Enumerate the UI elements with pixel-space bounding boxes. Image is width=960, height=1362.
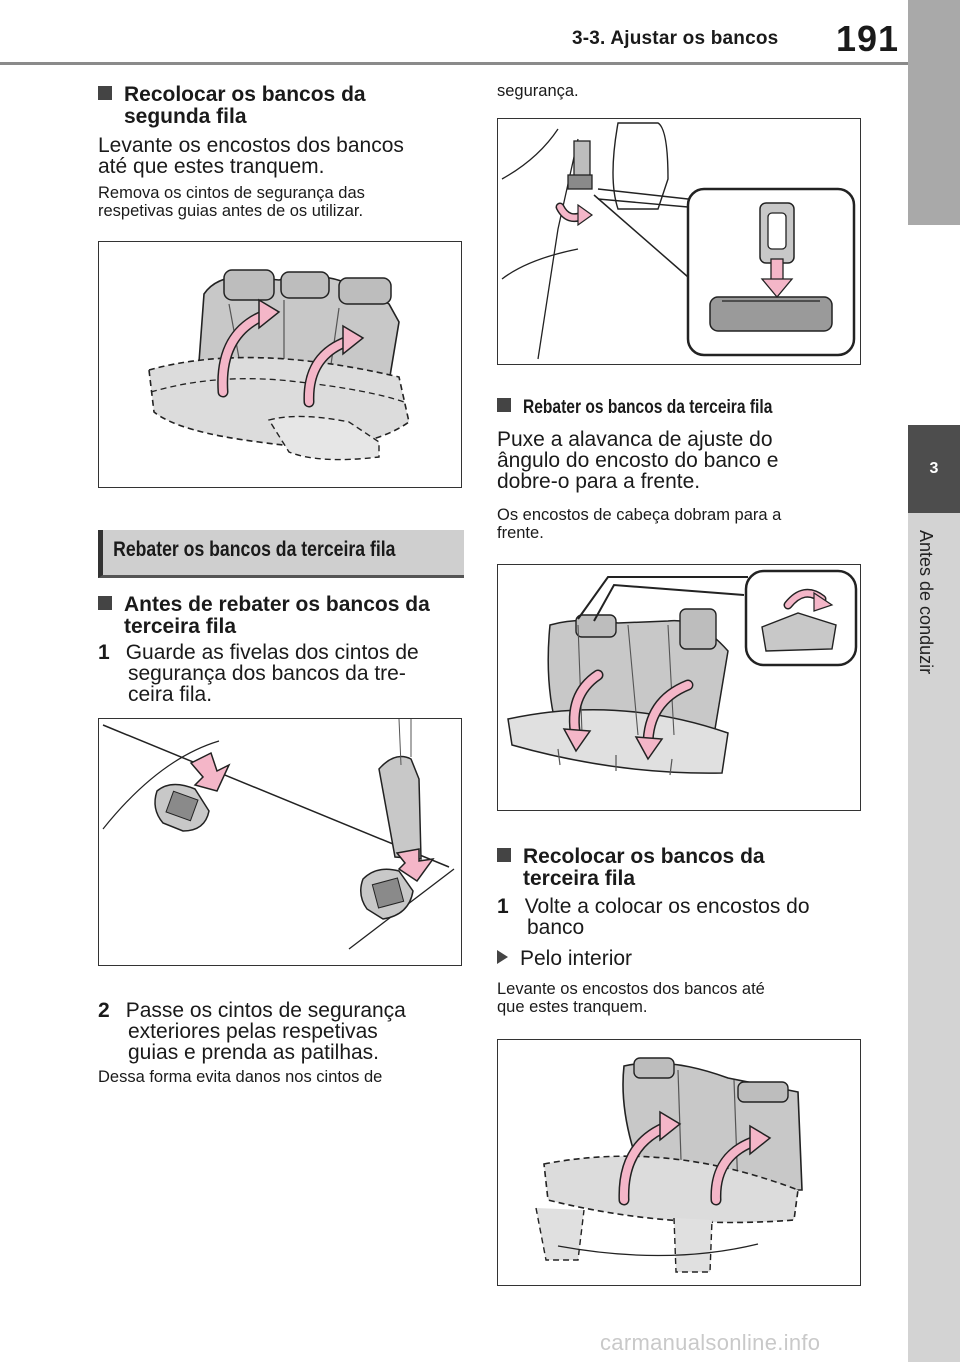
third-row-seat — [507, 608, 729, 776]
chapter-number-tab: 3 — [908, 425, 960, 513]
heading-recolocar-segunda: Recolocar os bancos da segunda fila — [98, 84, 366, 128]
header-rule — [0, 62, 932, 65]
side-tab-top — [908, 0, 960, 225]
square-bullet-icon — [497, 398, 511, 412]
chapter-title-tab: Antes de conduzir — [915, 530, 955, 750]
heading-antes: Antes de rebater os bancos da terceira f… — [98, 594, 430, 638]
arrow-icon — [189, 751, 231, 792]
figure-second-row-seats — [98, 241, 462, 488]
arrow-icon — [217, 298, 281, 398]
arrow-icon — [783, 588, 834, 612]
arrow-icon — [634, 679, 694, 761]
heading-recolocar-terceira: Recolocar os bancos da terceira fila — [497, 846, 765, 890]
arrow-icon — [562, 669, 604, 753]
step-number: 2 — [98, 999, 110, 1022]
square-bullet-icon — [98, 596, 112, 610]
arrow-icon — [710, 1124, 772, 1206]
square-bullet-icon — [98, 86, 112, 100]
arrow-icon — [760, 258, 794, 299]
seat-cushion-dashed — [535, 1155, 799, 1273]
arrow-icon — [395, 848, 435, 883]
step-number: 1 — [497, 895, 509, 918]
chapter-number: 3 — [929, 460, 939, 477]
page-number: 191 — [836, 18, 900, 59]
square-bullet-icon — [497, 848, 511, 862]
figure-restore-third-row — [497, 1039, 861, 1286]
arrow-icon — [618, 1110, 682, 1206]
belt-clip — [567, 140, 593, 190]
sub-pelo-interior: Pelo interior — [497, 948, 632, 969]
section-title: 3-3. Ajustar os bancos — [572, 28, 779, 49]
note-dessa: Dessa forma evita danos nos cintos de — [98, 1068, 383, 1086]
arrow-icon — [555, 202, 594, 227]
zoom-inset — [686, 187, 856, 357]
chapter-title: Antes de conduzir — [916, 530, 936, 675]
step-number: 1 — [98, 641, 110, 664]
figure-fold-third-row — [497, 564, 861, 811]
heading-rebater: Rebater os bancos da terceira fila — [497, 396, 827, 419]
side-tab-bottom — [908, 513, 960, 1362]
buckle-pocket-left — [154, 783, 210, 832]
arrow-icon — [303, 324, 365, 408]
zoom-inset — [744, 569, 858, 667]
buckle-pocket-right — [360, 868, 414, 920]
section-banner: Rebater os bancos da terceira fila — [98, 530, 464, 578]
note-seguranca: segurança. — [497, 82, 579, 100]
watermark: carmanualsonline.info — [600, 1330, 821, 1355]
triangle-bullet-icon — [497, 950, 508, 964]
seat-side-trim — [378, 755, 422, 860]
seat-cushion-dashed — [148, 356, 410, 461]
figure-belt-guide — [497, 118, 861, 365]
figure-buckle-storage — [98, 718, 462, 966]
